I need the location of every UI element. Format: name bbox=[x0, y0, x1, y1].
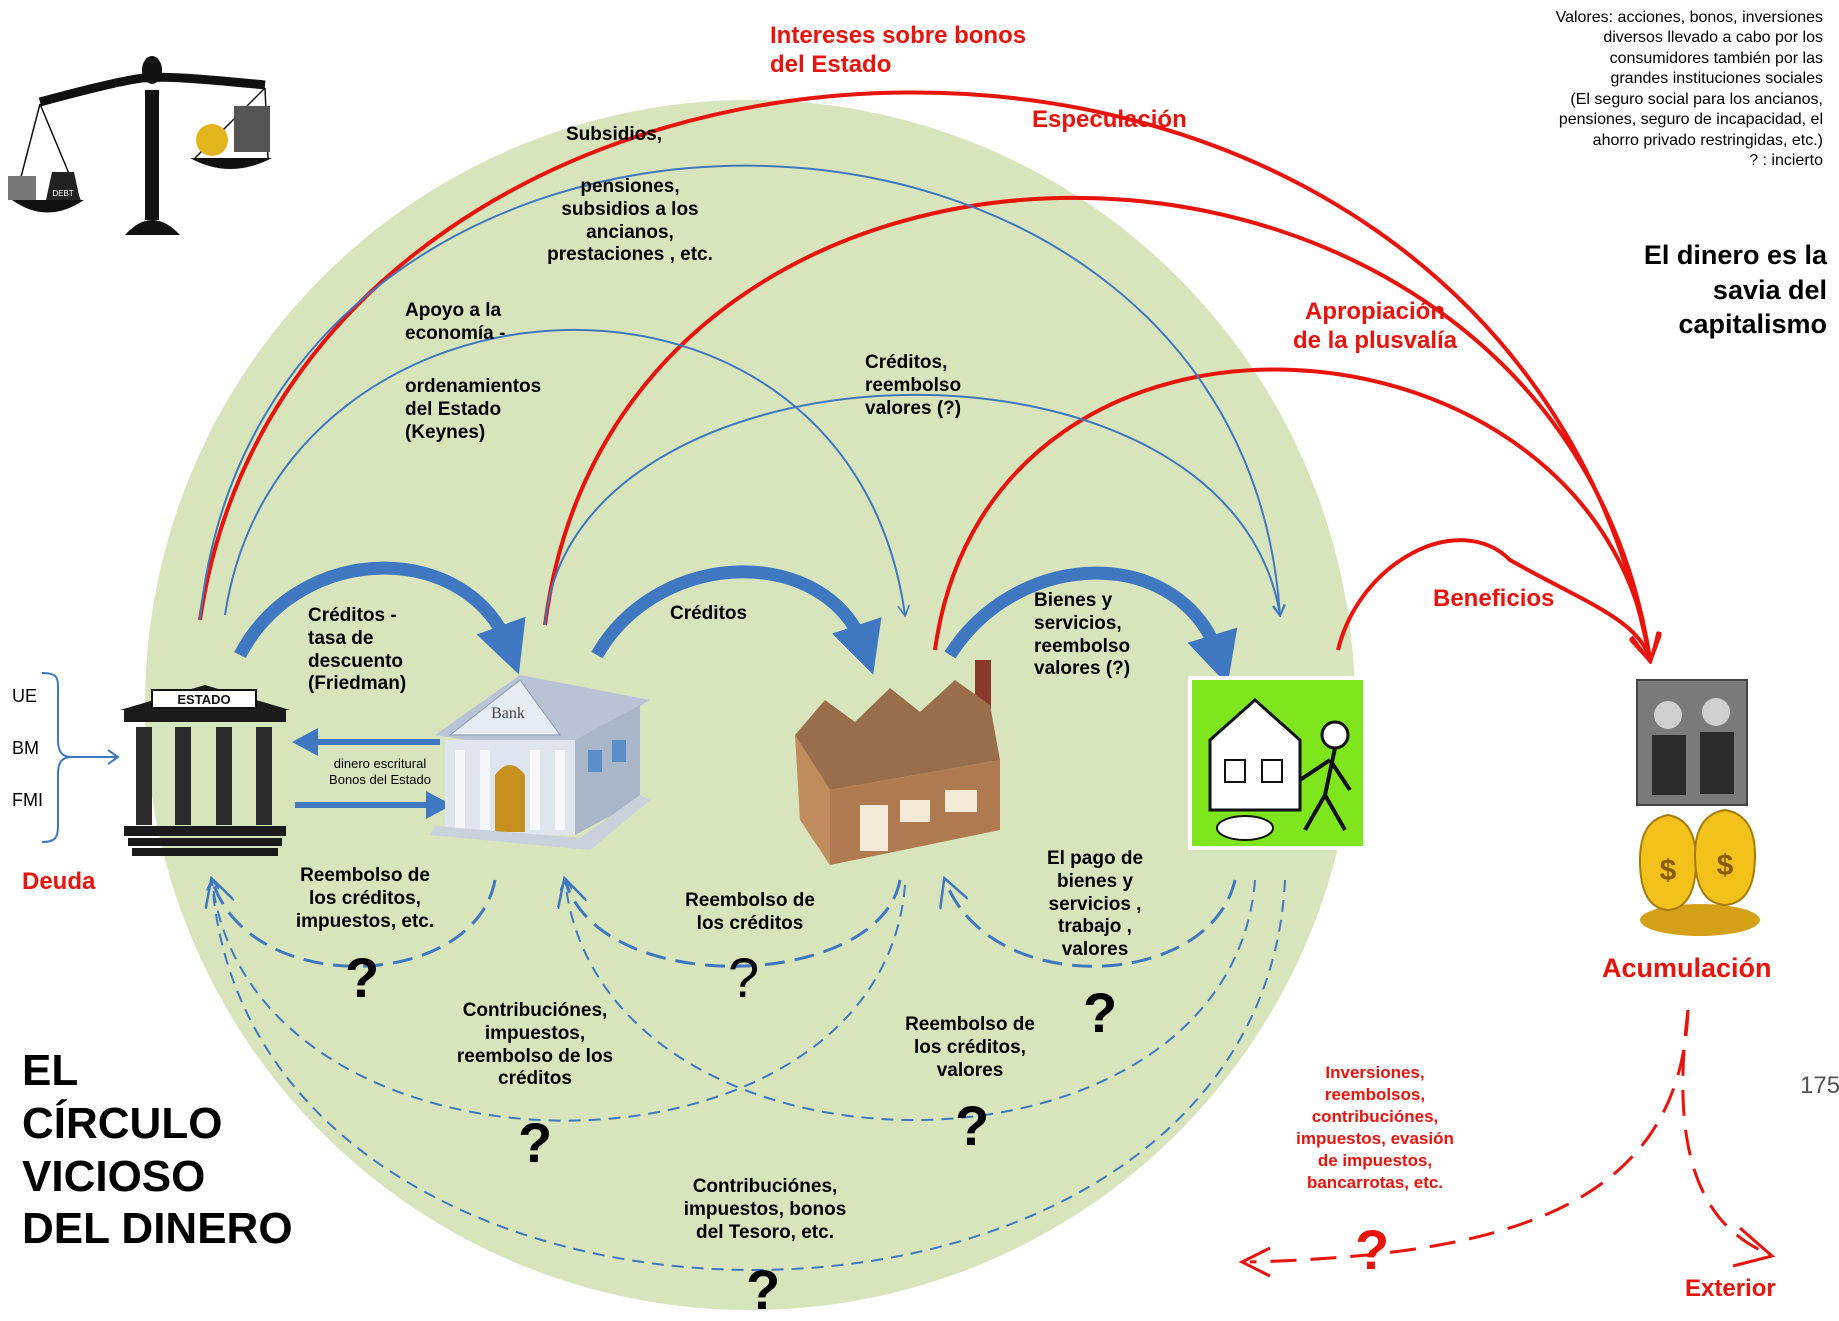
estado-bank-exchange bbox=[292, 728, 452, 819]
especulacion-arc bbox=[543, 195, 1650, 660]
red-flows bbox=[198, 90, 1650, 660]
ordenamientos-label: ordenamientos del Estado (Keynes) bbox=[405, 376, 542, 443]
dashed-long-flows bbox=[212, 880, 1286, 1271]
estado-building-icon: ESTADO bbox=[120, 685, 290, 856]
reembolso-valores-label: Reembolso de los créditos, valores bbox=[905, 1014, 1035, 1081]
svg-text:$: $ bbox=[1717, 849, 1734, 882]
question-mark-valores: ? bbox=[955, 1094, 990, 1157]
capitalists-photo-icon bbox=[1636, 679, 1748, 806]
creditos-label: Créditos bbox=[670, 603, 748, 624]
institutions-brace bbox=[41, 672, 120, 843]
question-mark-estado: ? bbox=[345, 946, 380, 1009]
question-mark-consumer: ? bbox=[1083, 981, 1118, 1044]
deuda-label: Deuda bbox=[22, 868, 96, 895]
reembolso-impuestos-label: Reembolso de los créditos, impuestos, et… bbox=[295, 865, 435, 932]
apropiacion-arc bbox=[933, 367, 1650, 660]
slogan-text: El dinero es la savia del capitalismo bbox=[1643, 240, 1827, 340]
apropiacion-label: Apropiación de la plusvalía bbox=[1292, 298, 1458, 354]
legend-text: Valores: acciones, bonos, inversiones di… bbox=[1555, 9, 1823, 170]
bank-building-icon: Bank bbox=[430, 675, 650, 850]
consumer-repay-loop bbox=[565, 880, 1256, 1121]
to-exterior-arrow bbox=[1681, 1009, 1761, 1252]
consumer-pay-loop bbox=[945, 880, 1237, 968]
economy-circle bbox=[145, 100, 1355, 1310]
acumulacion-label: Acumulación bbox=[1602, 953, 1772, 983]
dinero-escritural-label: dinero escritural Bonos del Estado bbox=[329, 756, 431, 787]
page-title: EL CÍRCULO VICIOSO DEL DINERO bbox=[22, 1046, 293, 1254]
svg-text:$: $ bbox=[1660, 854, 1677, 887]
beneficios-label: Beneficios bbox=[1433, 585, 1555, 612]
factory-repay-loop bbox=[565, 880, 902, 968]
apoyo-arc bbox=[224, 328, 905, 615]
moneybag-small-icon bbox=[196, 124, 228, 156]
scale-icon: DEBT bbox=[8, 56, 272, 235]
red-dashed-flows bbox=[1238, 1009, 1776, 1278]
pago-label: El pago de bienes y servicios , trabajo … bbox=[1046, 848, 1144, 961]
consumer-contrib-loop bbox=[212, 880, 1286, 1271]
bank-to-factory-arrow bbox=[591, 565, 882, 675]
creditos-reembolso-label: Créditos, reembolso valores (?) bbox=[865, 352, 962, 419]
consumer-goods-icon bbox=[1188, 676, 1367, 850]
factory-contrib-loop bbox=[212, 880, 906, 1122]
contribuciones-tesoro-label: Contribuciónes, impuestos, bonos del Tes… bbox=[683, 1176, 847, 1243]
factory-to-consumer-arrow bbox=[944, 566, 1238, 685]
contribuciones-label: Contribuciónes, impuestos, reembolso de … bbox=[456, 1000, 614, 1090]
bank-building-small-icon bbox=[8, 176, 36, 200]
intereses-arc bbox=[198, 90, 1650, 660]
bank-repay-loop bbox=[212, 880, 497, 968]
intereses-label: Intereses sobre bonos del Estado bbox=[770, 22, 1027, 78]
blue-thin-flows bbox=[199, 164, 1280, 626]
creditos-tasa-label: Créditos - tasa de descuento (Friedman) bbox=[308, 605, 407, 695]
question-mark-contribuciones: ? bbox=[518, 1111, 553, 1174]
reembolso-creditos-label: Reembolso de los créditos bbox=[685, 890, 815, 934]
brace-item-ue: UE bbox=[12, 686, 38, 706]
creditos-arc bbox=[544, 394, 1280, 626]
svg-text:ESTADO: ESTADO bbox=[177, 692, 230, 707]
estado-to-bank-arrow bbox=[234, 561, 526, 675]
debt-weight-icon bbox=[46, 172, 80, 200]
especulacion-label: Especulación bbox=[1032, 106, 1187, 133]
inversiones-label: Inversiones, reembolsos, contribuciónes,… bbox=[1296, 1063, 1454, 1193]
question-mark-bank: ? bbox=[728, 946, 760, 1009]
exterior-label: Exterior bbox=[1685, 1275, 1776, 1302]
question-mark-exterior: ? bbox=[1355, 1218, 1390, 1281]
money-bags-icon: $ $ bbox=[1638, 808, 1760, 936]
blue-thick-flows bbox=[234, 561, 1238, 685]
subsidios-label: Subsidios, bbox=[566, 124, 663, 145]
photo-small-icon bbox=[234, 106, 270, 152]
bienes-label: Bienes y servicios, reembolso valores (?… bbox=[1034, 590, 1131, 680]
dashed-return-flows bbox=[212, 880, 1237, 968]
brace-item-fmi: FMI bbox=[12, 790, 43, 810]
to-circle-arrow bbox=[1249, 1009, 1690, 1264]
beneficios-arc bbox=[1336, 538, 1650, 660]
pensiones-label: pensiones, subsidios a los ancianos, pre… bbox=[547, 176, 713, 266]
svg-text:DEBT: DEBT bbox=[52, 189, 73, 198]
factory-icon bbox=[795, 660, 1000, 865]
subsidios-arc bbox=[199, 164, 1280, 621]
svg-text:Bank: Bank bbox=[491, 705, 525, 722]
question-mark-tesoro: ? bbox=[746, 1258, 781, 1321]
apoyo-label: Apoyo a la economía - bbox=[405, 300, 506, 344]
page-number: 175 bbox=[1800, 1072, 1839, 1099]
brace-item-bm: BM bbox=[12, 738, 39, 758]
